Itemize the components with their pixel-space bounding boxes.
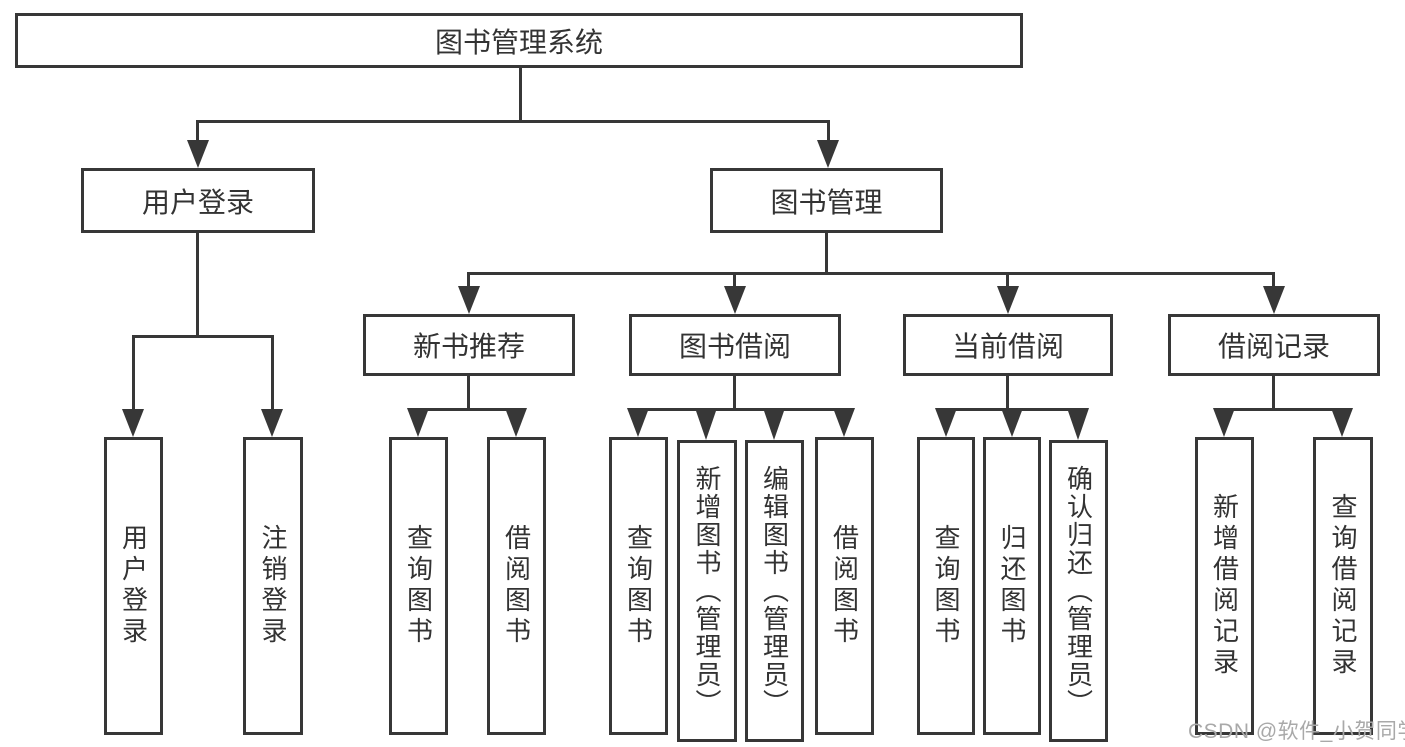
arrow-down-icon bbox=[407, 408, 429, 437]
arrow-down-icon bbox=[261, 409, 283, 437]
leaf-current-confirm-return-admin: 确认归还（管理员） bbox=[1049, 440, 1108, 742]
leaf-current-return-books: 归还图书 bbox=[983, 437, 1041, 735]
arrow-down-icon bbox=[935, 408, 957, 437]
connector-line bbox=[733, 272, 736, 290]
leaf-borrow-edit-books-admin-label: 编辑图书（管理员） bbox=[759, 465, 790, 717]
connector-line bbox=[827, 120, 830, 148]
node-user-login: 用户登录 bbox=[81, 168, 315, 233]
connector-line bbox=[196, 120, 830, 123]
arrow-down-icon bbox=[997, 286, 1019, 314]
connector-line bbox=[733, 376, 736, 411]
leaf-newbook-borrow-books-label: 借阅图书 bbox=[501, 524, 532, 648]
connector-line bbox=[196, 233, 199, 335]
node-borrow-records: 借阅记录 bbox=[1168, 314, 1380, 376]
arrow-down-icon bbox=[695, 408, 717, 440]
node-book-management-label: 图书管理 bbox=[770, 186, 883, 218]
connector-line bbox=[1006, 376, 1009, 411]
arrow-down-icon bbox=[833, 408, 855, 437]
node-user-login-label: 用户登录 bbox=[141, 186, 254, 218]
leaf-current-return-books-label: 归还图书 bbox=[997, 524, 1027, 648]
connector-line bbox=[519, 68, 522, 120]
leaf-records-add-record-label: 新增借阅记录 bbox=[1209, 493, 1240, 679]
leaf-borrow-edit-books-admin: 编辑图书（管理员） bbox=[745, 440, 804, 742]
connector-line bbox=[1272, 376, 1275, 411]
leaf-logout: 注销登录 bbox=[243, 437, 303, 735]
connector-line bbox=[1222, 408, 1344, 411]
leaf-borrow-add-books-admin-label: 新增图书（管理员） bbox=[692, 465, 722, 717]
leaf-borrow-borrow-books: 借阅图书 bbox=[815, 437, 874, 735]
node-root-label: 图书管理系统 bbox=[434, 26, 603, 58]
arrow-down-icon bbox=[817, 140, 839, 168]
connector-line bbox=[271, 335, 274, 411]
node-new-book-recommend: 新书推荐 bbox=[363, 314, 575, 376]
arrow-down-icon bbox=[1331, 408, 1353, 437]
connector-line bbox=[467, 272, 1275, 275]
arrow-down-icon bbox=[763, 408, 785, 440]
leaf-records-query-record: 查询借阅记录 bbox=[1313, 437, 1373, 735]
leaf-newbook-borrow-books: 借阅图书 bbox=[487, 437, 546, 735]
leaf-current-confirm-return-admin-label: 确认归还（管理员） bbox=[1063, 465, 1094, 717]
watermark: CSDN @软件_小贺同学 bbox=[1188, 720, 1405, 743]
connector-line bbox=[467, 272, 470, 290]
connector-line bbox=[1006, 272, 1009, 290]
arrow-down-icon bbox=[724, 286, 746, 314]
leaf-logout-label: 注销登录 bbox=[258, 524, 288, 648]
arrow-down-icon bbox=[1213, 408, 1235, 437]
node-book-borrow: 图书借阅 bbox=[629, 314, 841, 376]
node-current-borrow: 当前借阅 bbox=[903, 314, 1113, 376]
arrow-down-icon bbox=[1067, 408, 1089, 440]
connector-line bbox=[417, 408, 519, 411]
leaf-borrow-query-books: 查询图书 bbox=[609, 437, 668, 735]
leaf-newbook-query-books-label: 查询图书 bbox=[403, 524, 434, 648]
node-book-borrow-label: 图书借阅 bbox=[678, 331, 791, 362]
leaf-user-login-label: 用户登录 bbox=[118, 524, 149, 648]
arrow-down-icon bbox=[505, 408, 527, 437]
arrow-down-icon bbox=[627, 408, 649, 437]
arrow-down-icon bbox=[187, 140, 209, 168]
connector-line bbox=[467, 376, 470, 411]
arrow-down-icon bbox=[1263, 286, 1285, 314]
node-current-borrow-label: 当前借阅 bbox=[951, 331, 1064, 362]
node-new-book-recommend-label: 新书推荐 bbox=[412, 331, 525, 362]
arrow-down-icon bbox=[1001, 408, 1023, 437]
leaf-records-query-record-label: 查询借阅记录 bbox=[1328, 493, 1358, 679]
connector-line bbox=[132, 335, 135, 411]
connector-line bbox=[825, 233, 828, 272]
connector-line bbox=[132, 335, 274, 338]
leaf-current-query-books: 查询图书 bbox=[917, 437, 975, 735]
arrow-down-icon bbox=[458, 286, 480, 314]
connector-line bbox=[1272, 272, 1275, 290]
leaf-current-query-books-label: 查询图书 bbox=[931, 524, 961, 648]
arrow-down-icon bbox=[122, 409, 144, 437]
node-book-management: 图书管理 bbox=[710, 168, 943, 233]
connector-line bbox=[196, 120, 199, 148]
leaf-borrow-query-books-label: 查询图书 bbox=[623, 524, 654, 648]
leaf-user-login: 用户登录 bbox=[104, 437, 163, 735]
leaf-records-add-record: 新增借阅记录 bbox=[1195, 437, 1254, 735]
leaf-borrow-borrow-books-label: 借阅图书 bbox=[829, 524, 860, 648]
leaf-borrow-add-books-admin: 新增图书（管理员） bbox=[677, 440, 737, 742]
connector-line bbox=[637, 408, 846, 411]
leaf-newbook-query-books: 查询图书 bbox=[389, 437, 448, 735]
node-root: 图书管理系统 bbox=[15, 13, 1023, 68]
node-borrow-records-label: 借阅记录 bbox=[1217, 331, 1330, 362]
